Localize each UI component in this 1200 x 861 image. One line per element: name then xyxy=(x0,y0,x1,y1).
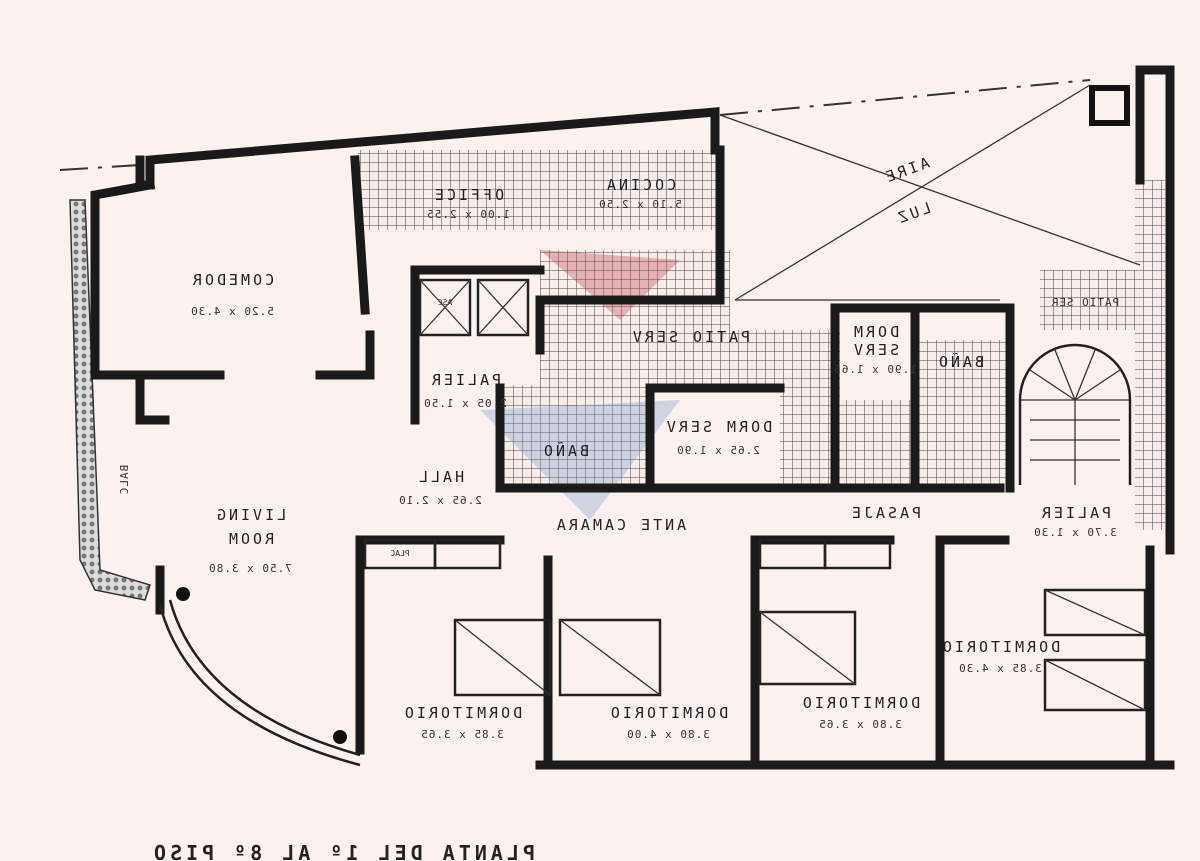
office-dims: 1.00 x 2.55 xyxy=(426,208,510,221)
balcony-planter xyxy=(69,199,151,601)
tiled-floor-areas xyxy=(358,150,1165,530)
comedor-label: COMEDOR xyxy=(190,271,274,289)
cocina-label: COCINA xyxy=(604,176,676,194)
patio-serv-label: PATIO SERV xyxy=(630,328,750,346)
dorm-serv-small-dims: 1.90 x 1.65 xyxy=(833,363,917,376)
dormitorio-4-label: DORMITORIO xyxy=(940,638,1060,656)
asc-label: ASC xyxy=(438,298,453,307)
curved-wall xyxy=(158,604,361,767)
dormitorio-3-dims: 3.80 x 3.65 xyxy=(818,718,902,731)
closets xyxy=(363,538,892,570)
air-light-shaft xyxy=(719,84,1141,301)
dorm-serv-label: DORM SERV xyxy=(664,418,772,436)
plac-label: PLAC xyxy=(390,549,409,558)
office-label: OFFICE xyxy=(432,186,504,204)
room-labels: COMEDOR 5.20 x 4.30 COCINA 5.10 x 2.50 OFF… xyxy=(118,154,1119,741)
hall-label: HALL xyxy=(416,468,464,486)
dormitorio-4-dims: 3.85 x 4.30 xyxy=(958,662,1042,675)
dormitorio-2-dims: 3.80 x 4.00 xyxy=(626,728,710,741)
dorm-serv-small-label: DORM xyxy=(851,323,899,341)
dormitorio-1-dims: 3.85 x 3.65 xyxy=(420,728,504,741)
palier2-dims: 3.70 x 1.30 xyxy=(1033,526,1117,539)
cocina-dims: 5.10 x 2.50 xyxy=(598,198,682,211)
pasaje-label: PASAJE xyxy=(849,504,921,522)
luz-label: LUZ xyxy=(893,199,933,228)
bano-center-label: BAÑO xyxy=(541,441,589,460)
room-label: ROOM xyxy=(226,530,274,548)
plan-title: PLANTA DEL 1º AL 8º PISO xyxy=(150,841,535,861)
living-label: LIVING xyxy=(214,506,286,524)
hall-dims: 2.65 x 2.10 xyxy=(398,494,482,507)
ante-camara-label: ANTE CAMARA xyxy=(554,516,686,534)
beds xyxy=(453,588,1147,712)
elevators xyxy=(418,278,530,337)
living-dims: 7.50 x 3.80 xyxy=(208,562,292,575)
watermark-logo xyxy=(480,250,680,520)
balc-label: BALC xyxy=(118,465,131,496)
spiral-staircase xyxy=(1018,343,1132,485)
patio-ser-label: PATIO SER xyxy=(1051,296,1120,309)
bano-right-label: BAÑO xyxy=(936,352,984,371)
dorm-serv-small-label2: SERV xyxy=(851,341,899,359)
palier-label: PALIER xyxy=(429,371,501,389)
palier-dims: 2.05 x 1.50 xyxy=(423,397,507,410)
comedor-dims: 5.20 x 4.30 xyxy=(190,305,274,318)
dormitorio-2-label: DORMITORIO xyxy=(608,704,728,722)
dormitorio-1-label: DORMITORIO xyxy=(402,704,522,722)
dormitorio-3-label: DORMITORIO xyxy=(800,694,920,712)
palier2-label: PALIER xyxy=(1039,504,1111,522)
dorm-serv-dims: 2.65 x 1.90 xyxy=(676,444,760,457)
